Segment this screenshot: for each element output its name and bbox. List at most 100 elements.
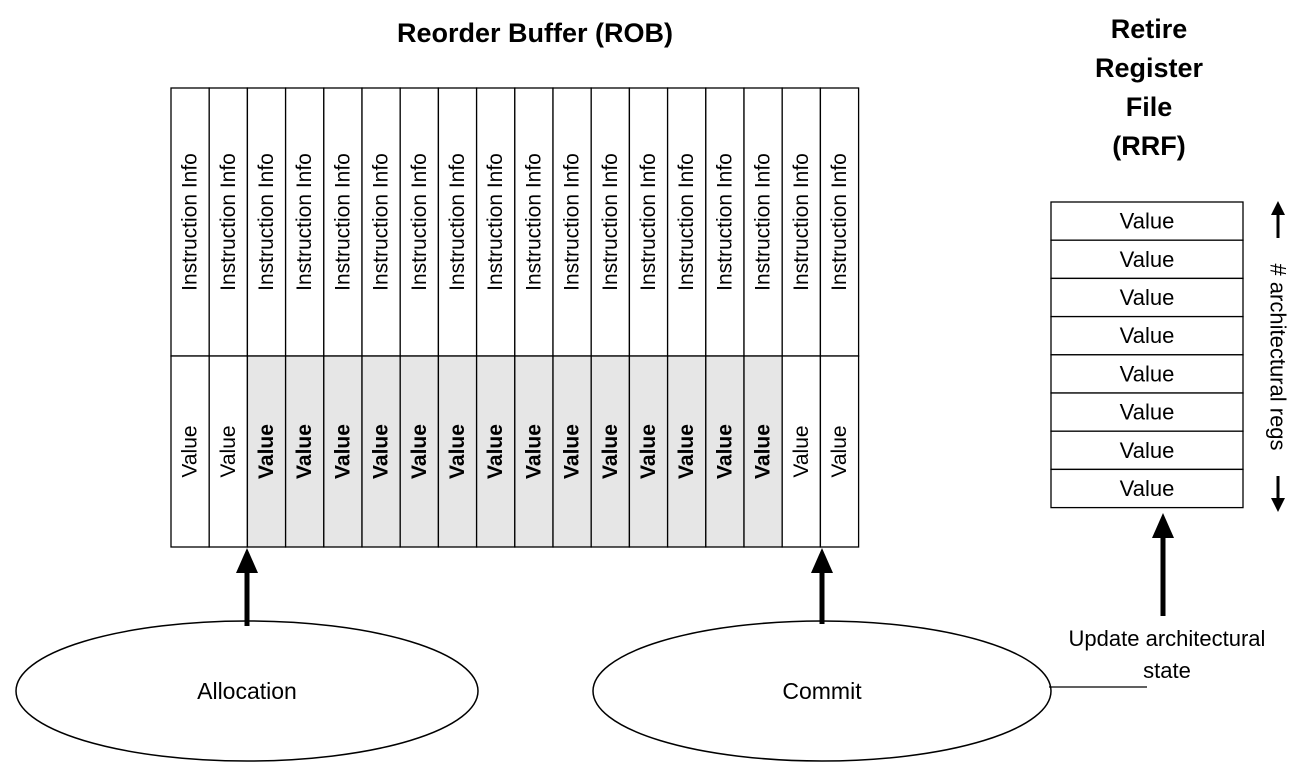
- rob-value-label: Value: [522, 424, 545, 479]
- rrf-register-cell: [1050, 277, 1244, 318]
- rrf-register-value: Value: [1120, 323, 1175, 348]
- rob-info-label: Instruction Info: [446, 153, 469, 291]
- rob-info-cell: [170, 87, 210, 357]
- rrf-title: Retire Register File (RRF): [1095, 14, 1204, 161]
- rob-value-label: Value: [752, 424, 775, 479]
- rob-info-label: Instruction Info: [522, 153, 545, 291]
- rob-value-label: Value: [217, 425, 240, 477]
- rrf-title-line-2: Register: [1095, 53, 1204, 83]
- rob-value-cell: [246, 355, 287, 548]
- rob-info-label: Instruction Info: [828, 153, 851, 291]
- rob-info-label: Instruction Info: [370, 153, 393, 291]
- rob-info-label: Instruction Info: [293, 153, 316, 291]
- update-arrowhead: [1152, 513, 1174, 538]
- rrf-size-arrowhead-up: [1271, 201, 1285, 215]
- rob-value-label: Value: [675, 424, 698, 479]
- rob-value-label: Value: [828, 425, 851, 477]
- rob-info-label: Instruction Info: [255, 153, 278, 291]
- rob-value-label: Value: [561, 424, 584, 479]
- rrf-title-line-1: Retire: [1111, 14, 1188, 44]
- allocation-arrowhead: [236, 548, 258, 573]
- rob-value-cell: [437, 355, 478, 548]
- rrf-register-value: Value: [1120, 361, 1175, 386]
- rob-value-label: Value: [293, 424, 316, 479]
- allocation-stage: Allocation: [15, 548, 479, 762]
- commit-stage: Commit: [592, 548, 1052, 762]
- rob-value-cell: [666, 355, 707, 548]
- update-label-line-1: Update architectural: [1069, 626, 1266, 651]
- rrf-size-label-bg: [1266, 238, 1290, 476]
- rob-info-label: Instruction Info: [713, 153, 736, 291]
- rob-value-cell: [170, 355, 210, 548]
- rob-info-cell: [705, 87, 745, 357]
- rob-info-cell: [743, 87, 783, 357]
- rob-value-cell: [552, 355, 592, 548]
- rob-value-cell: [475, 355, 516, 548]
- rob-value-label: Value: [179, 425, 202, 477]
- rob-value-label: Value: [484, 424, 507, 479]
- rob-info-cell: [208, 87, 249, 357]
- rrf-register-cell: [1050, 430, 1244, 471]
- commit-arrowhead: [811, 548, 833, 573]
- rrf-register-cell: [1050, 315, 1244, 356]
- rrf-register-value: Value: [1120, 438, 1175, 463]
- rob-value-cell: [819, 355, 860, 548]
- rob-info-label: Instruction Info: [561, 153, 584, 291]
- rob-value-label: Value: [599, 424, 622, 479]
- rob-value-cell: [514, 355, 554, 548]
- rob-value-cell: [284, 355, 325, 548]
- rrf-register-value: Value: [1120, 400, 1175, 425]
- rrf-register-value: Value: [1120, 476, 1175, 501]
- rrf-title-line-4: (RRF): [1112, 131, 1185, 161]
- rob-info-cell: [475, 87, 516, 357]
- rob-value-cell: [361, 355, 401, 548]
- rob-info-cell: [590, 87, 631, 357]
- rob-value-label: Value: [713, 424, 736, 479]
- update-label-line-2: state: [1143, 658, 1191, 683]
- rob-value-label: Value: [790, 425, 813, 477]
- rob-info-cell: [514, 87, 554, 357]
- rob-info-label: Instruction Info: [484, 153, 507, 291]
- rob-info-label: Instruction Info: [331, 153, 354, 291]
- rob-info-label: Instruction Info: [752, 153, 775, 291]
- rob-info-label: Instruction Info: [675, 153, 698, 291]
- rob-info-cell: [628, 87, 669, 357]
- rrf-register-value: Value: [1120, 247, 1175, 272]
- rob-info-cell: [552, 87, 592, 357]
- rob-info-label: Instruction Info: [599, 153, 622, 291]
- rrf-register-value: Value: [1120, 285, 1175, 310]
- rrf-register-cell: [1050, 468, 1244, 509]
- rob-info-label: Instruction Info: [637, 153, 660, 291]
- rrf-register-cell: [1050, 201, 1244, 241]
- rob-title: Reorder Buffer (ROB): [397, 18, 673, 48]
- rob-value-cell: [323, 355, 363, 548]
- rob-value-label: Value: [446, 424, 469, 479]
- rob-value-label: Value: [637, 424, 660, 479]
- rob-value-label: Value: [408, 424, 431, 479]
- allocation-label: Allocation: [197, 678, 297, 704]
- rob-value-label: Value: [255, 424, 278, 479]
- rob-info-label: Instruction Info: [179, 153, 202, 291]
- rob-value-cell: [399, 355, 440, 548]
- rrf-size-label: # architectural regs: [1266, 263, 1291, 450]
